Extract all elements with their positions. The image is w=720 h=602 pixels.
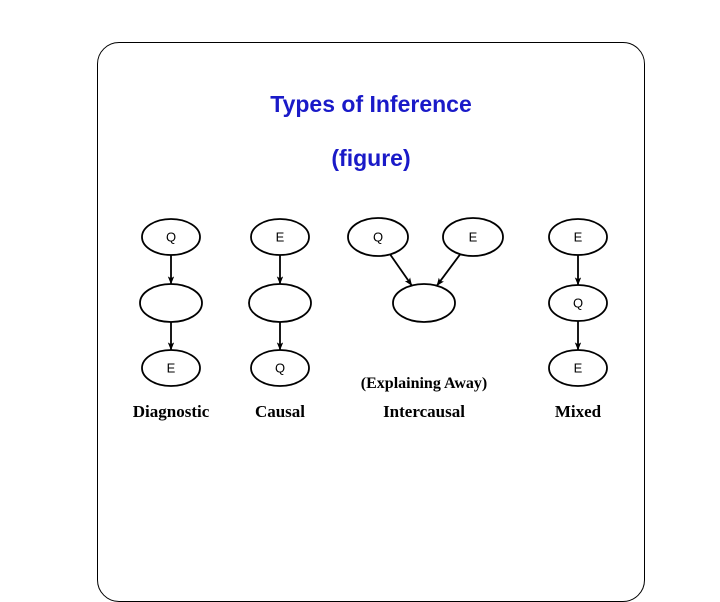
graph-node	[139, 283, 203, 323]
graph-node: E	[250, 218, 310, 256]
graph-node	[392, 283, 456, 323]
page-title-line-2: (figure)	[331, 145, 411, 171]
node-label: Q	[573, 295, 583, 310]
column-caption-intercausal: Intercausal	[383, 402, 465, 421]
node-ellipse	[548, 284, 608, 322]
node-ellipse	[548, 349, 608, 387]
graph-node	[248, 283, 312, 323]
column-caption-causal: Causal	[254, 402, 306, 421]
slide-canvas: Types of Inference (figure) Q E E Q Q E E Q E Di…	[97, 42, 645, 602]
node-ellipse	[392, 283, 456, 323]
node-ellipse	[141, 349, 201, 387]
node-ellipse	[442, 217, 504, 257]
column-note-intercausal: (Explaining Away)	[360, 375, 488, 392]
node-ellipse	[248, 283, 312, 323]
graph-node: Q	[548, 284, 608, 322]
edge-arrow	[436, 253, 461, 287]
column-caption-mixed: Mixed	[554, 402, 602, 421]
graph-node: Q	[347, 217, 409, 257]
node-ellipse	[548, 218, 608, 256]
node-ellipse	[141, 218, 201, 256]
graph-node: E	[548, 218, 608, 256]
node-label: E	[574, 360, 583, 375]
inference-diagram: Q E E Q Q E E Q E	[139, 217, 608, 387]
node-ellipse	[347, 217, 409, 257]
node-label: E	[167, 360, 176, 375]
graph-node: Q	[141, 218, 201, 256]
diagram-nodes-and-edges: Q E E Q Q E E Q E	[139, 217, 608, 387]
page-title-line-1: Types of Inference	[270, 91, 472, 117]
node-label: E	[574, 229, 583, 244]
node-ellipse	[250, 349, 310, 387]
graph-node: Q	[250, 349, 310, 387]
node-label: Q	[275, 360, 285, 375]
node-ellipse	[139, 283, 203, 323]
node-label: E	[276, 229, 285, 244]
node-ellipse	[250, 218, 310, 256]
node-label: Q	[166, 229, 176, 244]
graph-node: E	[442, 217, 504, 257]
graph-node: E	[548, 349, 608, 387]
node-label: Q	[373, 229, 383, 244]
edge-arrow	[389, 253, 413, 287]
node-label: E	[469, 229, 478, 244]
page-title: Types of Inference (figure)	[97, 64, 645, 172]
graph-node: E	[141, 349, 201, 387]
column-caption-diagnostic: Diagnostic	[132, 402, 210, 421]
